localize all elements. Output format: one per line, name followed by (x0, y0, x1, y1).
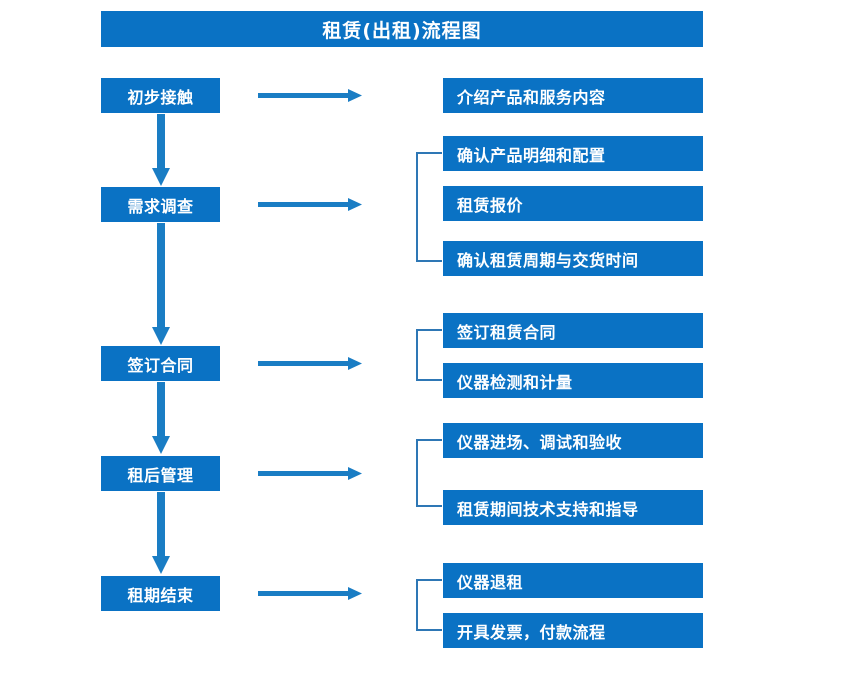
group-bracket-requirement-survey (416, 152, 442, 262)
detail-box-instrument-inspection[interactable]: 仪器检测和计量 (443, 363, 703, 398)
horizontal-arrow-1 (258, 88, 363, 104)
vertical-arrow-3 (150, 382, 172, 456)
group-bracket-rental-end (416, 579, 442, 631)
horizontal-arrow-3 (258, 356, 363, 372)
detail-box-technical-support[interactable]: 租赁期间技术支持和指导 (443, 490, 703, 525)
vertical-arrow-2 (150, 223, 172, 347)
detail-box-invoice-payment[interactable]: 开具发票，付款流程 (443, 613, 703, 648)
group-bracket-post-rental (416, 439, 442, 507)
stage-box-rental-end[interactable]: 租期结束 (101, 576, 220, 611)
detail-box-introduce-products[interactable]: 介绍产品和服务内容 (443, 78, 703, 113)
group-bracket-sign-contract (416, 329, 442, 381)
detail-box-sign-rental-contract[interactable]: 签订租赁合同 (443, 313, 703, 348)
horizontal-arrow-2 (258, 197, 363, 213)
stage-box-sign-contract[interactable]: 签订合同 (101, 346, 220, 381)
page-title: 租赁(出租)流程图 (101, 11, 703, 47)
vertical-arrow-4 (150, 492, 172, 576)
detail-box-rental-quotation[interactable]: 租赁报价 (443, 186, 703, 221)
detail-box-instrument-entry-commissioning[interactable]: 仪器进场、调试和验收 (443, 423, 703, 458)
detail-box-confirm-period-delivery[interactable]: 确认租赁周期与交货时间 (443, 241, 703, 276)
horizontal-arrow-5 (258, 586, 363, 602)
horizontal-arrow-4 (258, 466, 363, 482)
stage-box-requirement-survey[interactable]: 需求调查 (101, 187, 220, 222)
stage-box-initial-contact[interactable]: 初步接触 (101, 78, 220, 113)
stage-box-post-rental-management[interactable]: 租后管理 (101, 456, 220, 491)
detail-box-instrument-return[interactable]: 仪器退租 (443, 563, 703, 598)
detail-box-confirm-product-details[interactable]: 确认产品明细和配置 (443, 136, 703, 171)
vertical-arrow-1 (150, 114, 172, 188)
